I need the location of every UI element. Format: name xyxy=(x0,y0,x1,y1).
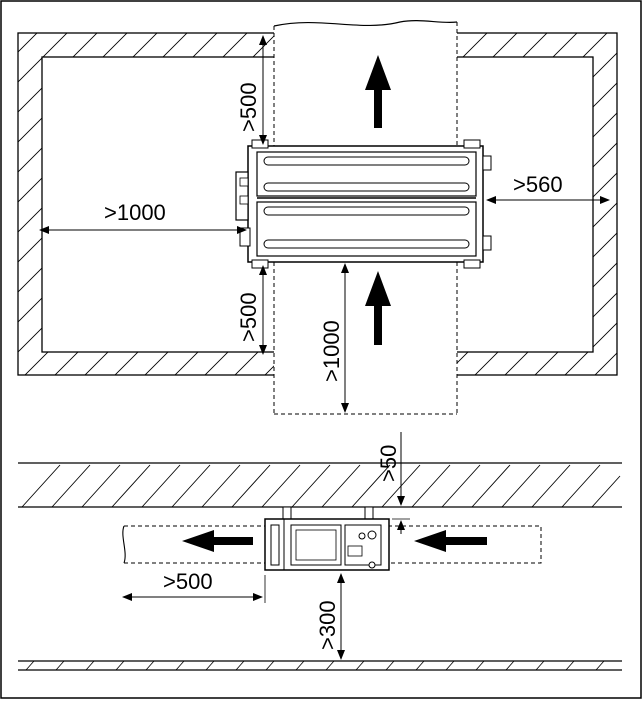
upper-duct-fill xyxy=(274,20,457,149)
dim-label-right: >560 xyxy=(513,172,563,197)
arrow-up-icon xyxy=(365,271,391,345)
ceiling-hatch xyxy=(18,462,622,508)
lower-duct xyxy=(273,262,458,415)
arrow-up-icon xyxy=(365,55,391,128)
dim-label-side-left: >500 xyxy=(163,569,213,594)
floor-hatch xyxy=(18,660,622,671)
top-view: >500 >1000 >560 >500 >1000 xyxy=(17,19,618,415)
dim-label-top: >500 xyxy=(236,82,261,132)
upper-duct xyxy=(273,19,458,148)
indoor-unit-side xyxy=(264,506,390,571)
side-duct xyxy=(122,525,542,564)
dim-label-ceiling: >50 xyxy=(376,445,401,482)
indoor-unit-top xyxy=(235,139,492,269)
dim-label-left: >1000 xyxy=(104,200,166,225)
dim-label-bottom-duct: >1000 xyxy=(319,320,344,382)
dim-label-bottom-left: >500 xyxy=(236,292,261,342)
side-view: >50 >500 >300 xyxy=(18,432,622,671)
arrow-left-icon xyxy=(182,530,253,552)
arrow-left-icon xyxy=(414,530,487,552)
lower-duct-fill xyxy=(274,262,457,414)
dim-label-floor: >300 xyxy=(315,600,340,650)
